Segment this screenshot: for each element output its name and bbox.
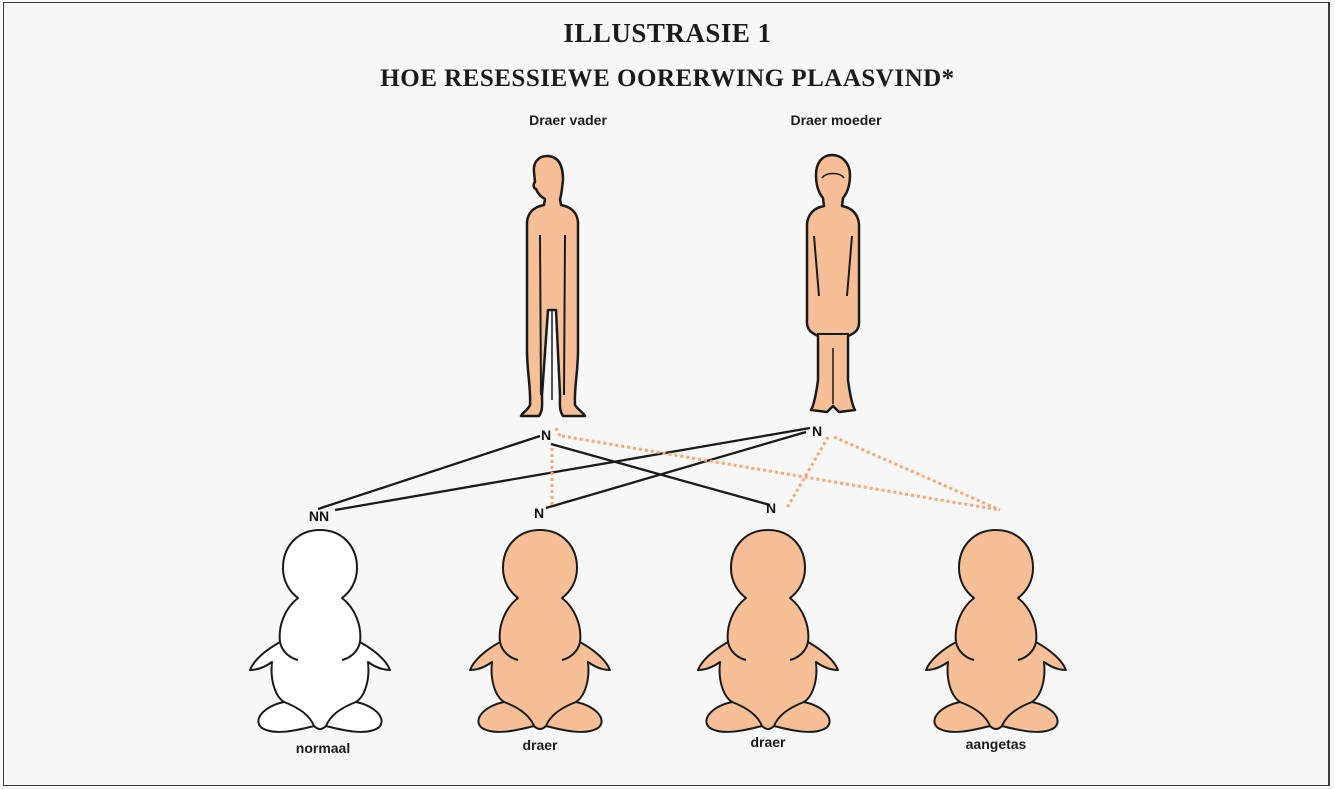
baby-figures bbox=[250, 530, 1066, 732]
child-genes-carrier-2: N bbox=[766, 500, 776, 516]
dominant-lines bbox=[318, 428, 810, 510]
child-genes-normal: NN bbox=[309, 508, 329, 524]
child-label-affected: aangetas bbox=[966, 736, 1027, 752]
baby-carrier-2 bbox=[698, 530, 838, 732]
father-gene: N bbox=[541, 427, 551, 443]
mother-figure bbox=[807, 155, 859, 412]
baby-carrier-1 bbox=[470, 530, 610, 732]
baby-normal bbox=[250, 530, 390, 732]
child-genes-carrier-1: N bbox=[534, 505, 544, 521]
father-figure bbox=[521, 156, 585, 416]
mother-gene: N bbox=[812, 423, 822, 439]
child-label-carrier-2: draer bbox=[750, 734, 785, 750]
child-label-carrier-1: draer bbox=[522, 737, 557, 753]
child-label-normal: normaal bbox=[296, 740, 350, 756]
baby-affected bbox=[926, 530, 1066, 732]
